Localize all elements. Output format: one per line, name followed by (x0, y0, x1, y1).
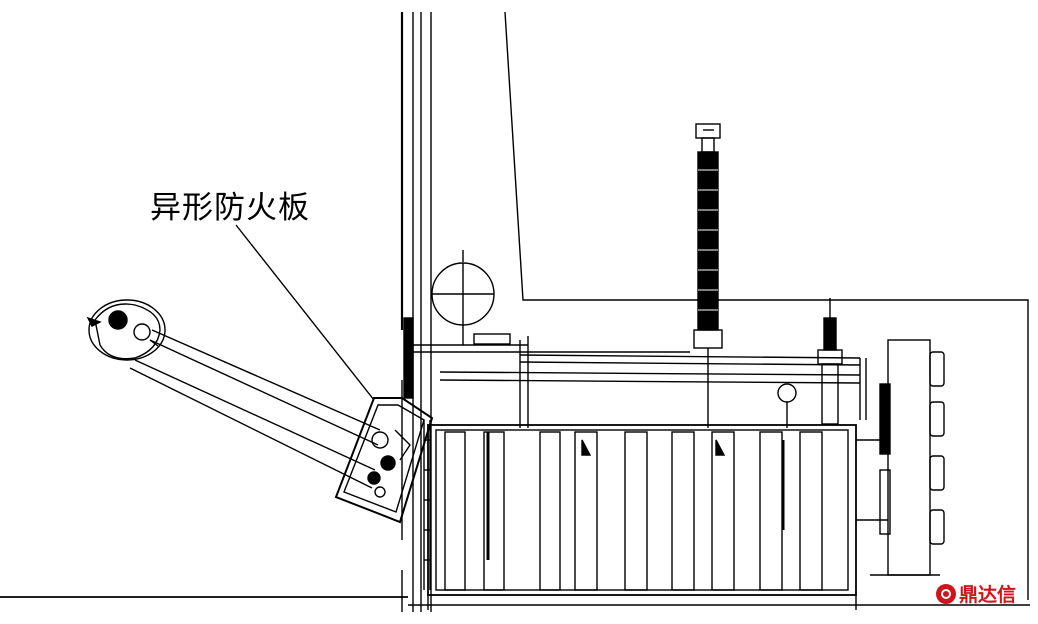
hv-bushing (693, 123, 723, 428)
cooling-unit (856, 339, 945, 576)
roof-outline (504, 11, 1029, 600)
pipework (410, 336, 867, 428)
radiator-fins (444, 431, 823, 591)
watermark-text: 鼎达信 (959, 584, 1017, 606)
fire-wall (400, 12, 432, 612)
conservator-tank (431, 250, 511, 345)
dingdaxin-logo-icon (936, 583, 956, 604)
gauge (777, 383, 797, 403)
fan-rotor (86, 299, 166, 361)
transformer-tank (427, 424, 857, 610)
fireproof-board-label: 异形防火板 (150, 190, 310, 226)
callout-leader (235, 224, 375, 401)
support-lines (129, 329, 381, 489)
ladder (423, 420, 431, 590)
lv-bushing (817, 298, 843, 425)
watermark: 鼎达信 (936, 580, 1016, 607)
